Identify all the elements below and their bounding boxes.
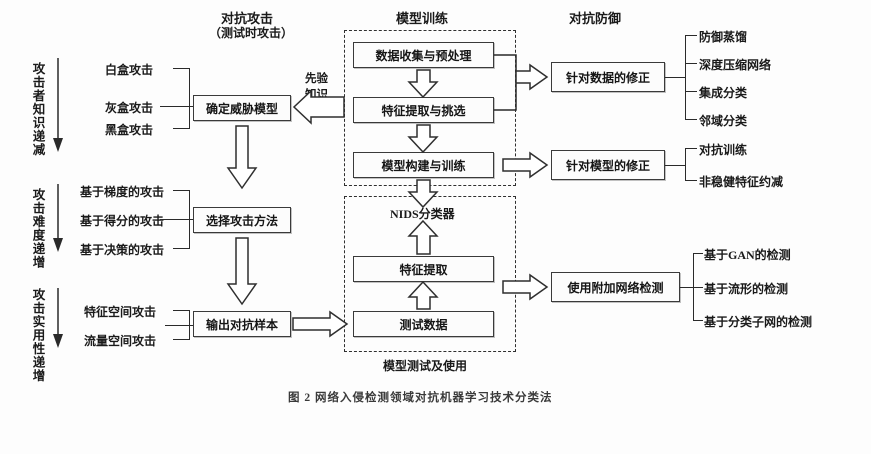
box-data-collection-preprocessing[interactable]: 数据收集与预处理 [353, 42, 494, 68]
attack-leaf-score-based: 基于得分的攻击 [80, 214, 165, 228]
defense-tick-adv-training [685, 148, 697, 150]
brace-stem-group-1 [160, 106, 193, 108]
attack-leaf-feature-space: 特征空间攻击 [84, 305, 157, 319]
defense-stem-1 [665, 77, 686, 79]
defense-spine-2 [685, 148, 687, 181]
defense-stem-2 [665, 165, 686, 167]
brace-tick-decision [173, 248, 190, 250]
attack-leaf-white-box: 白盒攻击 [105, 63, 154, 77]
defense-leaf-neighborhood-classification: 邻域分类 [699, 114, 748, 128]
attack-leaf-black-box: 黑盒攻击 [105, 123, 154, 137]
block-arrow-method-to-output [226, 237, 258, 306]
defense-leaf-adversarial-training: 对抗训练 [699, 143, 748, 157]
header-adversarial-attack: 对抗攻击 [221, 11, 274, 26]
box-output-adversarial-samples[interactable]: 输出对抗样本 [193, 311, 291, 337]
axis-arrow-2 [53, 184, 63, 252]
block-arrow-threat-to-method [226, 125, 258, 190]
defense-leaf-deep-compression-network: 深度压缩网络 [699, 58, 772, 72]
brace-tick-white-box [173, 68, 190, 70]
defense-leaf-nonrobust-feature-reduction: 非稳健特征约减 [699, 175, 784, 189]
defense-spine-1 [685, 35, 687, 120]
box-model-construction-training[interactable]: 模型构建与训练 [353, 152, 494, 178]
brace-tick-gradient [173, 190, 190, 192]
defense-tick-ensemble [685, 91, 697, 93]
defense-leaf-defensive-distillation: 防御蒸馏 [699, 30, 748, 44]
box-test-data[interactable]: 测试数据 [353, 311, 494, 337]
defense-tick-nonrobust-reduction [685, 180, 697, 182]
axis-label-attack-practicality: 攻击实用性递增 [30, 288, 45, 383]
header-model-testing-usage: 模型测试及使用 [383, 359, 468, 373]
brace-tick-black-box [173, 128, 190, 130]
attack-leaf-gray-box: 灰盒攻击 [105, 101, 154, 115]
brace-tick-feature-space [173, 310, 190, 312]
defense-leaf-gan-based-detection: 基于GAN的检测 [704, 248, 791, 262]
box-determine-threat-model[interactable]: 确定威胁模型 [193, 95, 291, 121]
header-nids-classifier: NIDS分类器 [390, 207, 455, 221]
edge-label-prior-knowledge-line1: 先验 [305, 73, 328, 85]
axis-arrow-1 [53, 58, 63, 152]
axis-label-attacker-knowledge: 攻击者知识递减 [30, 62, 45, 157]
header-adversarial-defense: 对抗防御 [569, 11, 622, 26]
attack-leaf-gradient-based: 基于梯度的攻击 [80, 185, 165, 199]
header-model-training: 模型训练 [396, 11, 449, 26]
defense-tick-compression [685, 63, 697, 65]
defense-tick-distillation [685, 35, 697, 37]
axis-label-attack-difficulty: 攻击难度递增 [30, 188, 45, 269]
box-data-oriented-correction[interactable]: 针对数据的修正 [551, 62, 665, 92]
figure-caption: 图 2 网络入侵检测领域对抗机器学习技术分类法 [288, 392, 553, 404]
defense-tick-subnetwork [693, 320, 703, 322]
brace-stem-group-3 [165, 325, 193, 327]
brace-tick-traffic-space [173, 339, 190, 341]
defense-tick-manifold [693, 287, 703, 289]
box-model-oriented-correction[interactable]: 针对模型的修正 [551, 150, 665, 180]
axis-arrow-3 [53, 288, 63, 348]
defense-leaf-manifold-based-detection: 基于流形的检测 [704, 282, 789, 296]
edge-label-prior-knowledge-line2: 知识 [305, 89, 328, 101]
block-arrow-output-to-test [292, 310, 349, 338]
defense-leaf-subnetwork-based-detection: 基于分类子网的检测 [704, 315, 813, 329]
brace-spine-group-1 [189, 68, 191, 129]
box-feature-extraction[interactable]: 特征提取 [353, 256, 494, 282]
header-adversarial-attack-sub: （测试时攻击） [209, 26, 294, 40]
defense-tick-gan [693, 253, 703, 255]
defense-tick-neighborhood [685, 119, 697, 121]
box-feature-extraction-selection[interactable]: 特征提取与挑选 [353, 97, 494, 123]
box-select-attack-method[interactable]: 选择攻击方法 [193, 207, 291, 233]
box-auxiliary-network-detection[interactable]: 使用附加网络检测 [551, 272, 680, 302]
attack-leaf-decision-based: 基于决策的攻击 [80, 243, 165, 257]
defense-stem-3 [680, 287, 694, 289]
attack-leaf-traffic-space: 流量空间攻击 [84, 334, 157, 348]
brace-stem-group-2 [160, 219, 193, 221]
defense-leaf-ensemble-classification: 集成分类 [699, 86, 748, 100]
